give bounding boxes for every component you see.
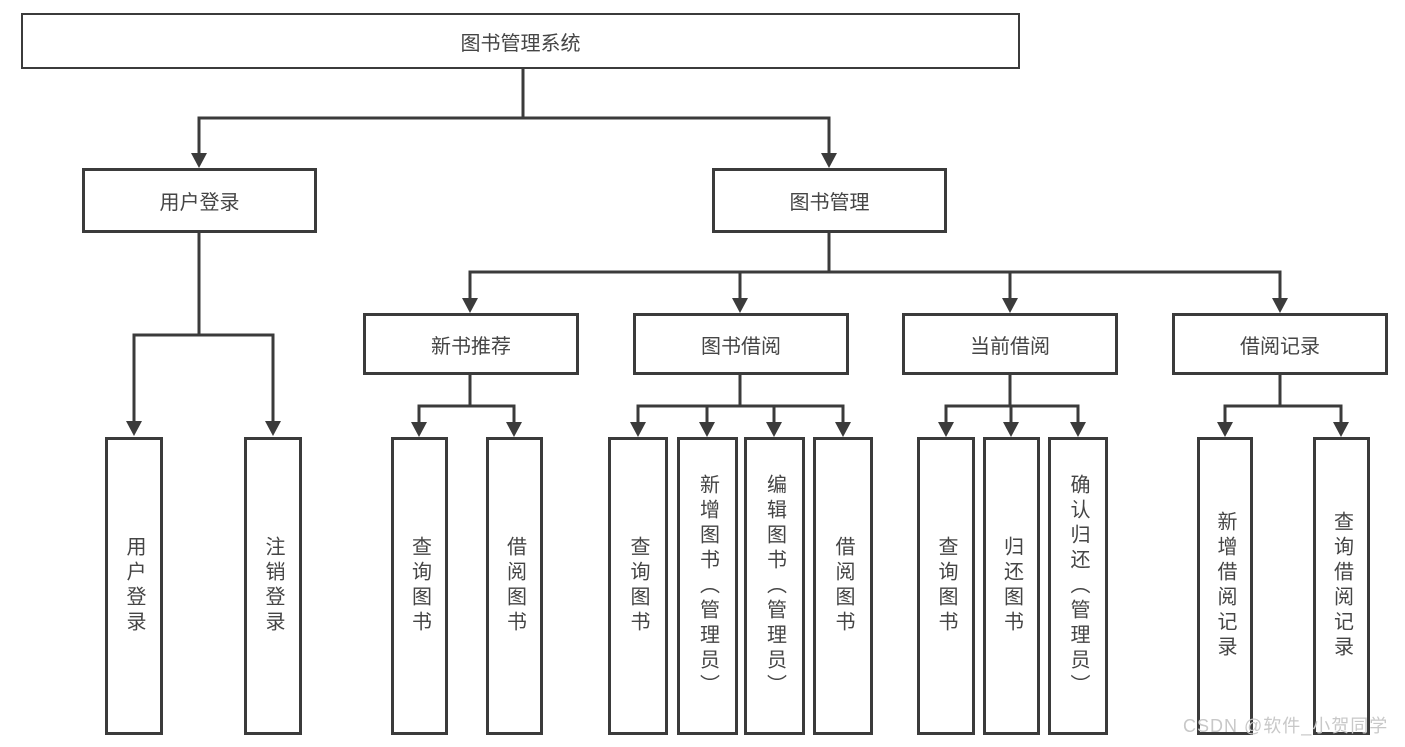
arrowhead (265, 421, 281, 436)
arrowhead (699, 422, 715, 437)
node-leaf-bb-borrow: 借阅图书 (813, 437, 873, 735)
connector-book-borrow-to-leaves (630, 373, 851, 437)
leaf-label: 借阅图书 (503, 536, 526, 636)
arrowhead (462, 298, 478, 313)
node-leaf-rec-query: 查询图书 (391, 437, 448, 735)
arrowhead (1217, 422, 1233, 437)
leaf-label: 归还图书 (1000, 536, 1023, 636)
node-book-borrow-label: 图书借阅 (701, 335, 781, 358)
arrowhead (766, 422, 782, 437)
node-book-mgmt: 图书管理 (712, 168, 947, 233)
arrowhead (1003, 422, 1019, 437)
arrowhead (411, 422, 427, 437)
node-leaf-bb-edit: 编辑图书（管理员） (744, 437, 805, 735)
leaf-label: 查询借阅记录 (1330, 511, 1353, 661)
csdn-watermark: CSDN @软件_小贺同学 (1183, 716, 1389, 736)
leaf-label: 新增图书（管理员） (696, 473, 719, 699)
leaf-label: 查询图书 (408, 536, 431, 636)
node-leaf-logout: 注销登录 (244, 437, 302, 735)
arrowhead (732, 298, 748, 313)
node-leaf-br-add: 新增借阅记录 (1197, 437, 1253, 735)
arrowhead (506, 422, 522, 437)
node-leaf-br-query: 查询借阅记录 (1313, 437, 1370, 735)
node-new-book-rec-label: 新书推荐 (431, 335, 511, 358)
leaf-label: 借阅图书 (832, 536, 854, 636)
node-current-borrow: 当前借阅 (902, 313, 1118, 375)
connector-borrow-records-to-leaves (1217, 373, 1349, 437)
node-leaf-bb-query: 查询图书 (608, 437, 668, 735)
node-root: 图书管理系统 (21, 13, 1020, 69)
leaf-label: 查询图书 (935, 536, 957, 636)
node-current-borrow-label: 当前借阅 (970, 335, 1050, 358)
arrowhead (1070, 422, 1086, 437)
node-leaf-cb-return: 归还图书 (983, 437, 1040, 735)
node-book-mgmt-label: 图书管理 (789, 192, 870, 214)
node-user-login-label: 用户登录 (159, 192, 240, 214)
node-leaf-cb-query: 查询图书 (917, 437, 975, 735)
leaf-label: 确认归还（管理员） (1067, 473, 1089, 699)
arrowhead (821, 153, 837, 168)
leaf-label: 编辑图书（管理员） (763, 473, 786, 699)
node-leaf-user-login: 用户登录 (105, 437, 163, 735)
arrowhead (835, 422, 851, 437)
connector-root-to-level2 (191, 67, 837, 168)
node-new-book-rec: 新书推荐 (363, 313, 579, 375)
arrowhead (126, 421, 142, 436)
connector-book-mgmt-to-level3 (462, 231, 1288, 313)
connector-current-borrow-to-leaves (938, 373, 1086, 437)
leaf-label: 用户登录 (123, 536, 145, 636)
node-root-label: 图书管理系统 (460, 32, 581, 55)
node-leaf-cb-confirm: 确认归还（管理员） (1048, 437, 1108, 735)
arrowhead (1272, 298, 1288, 313)
node-leaf-rec-borrow: 借阅图书 (486, 437, 543, 735)
arrowhead (630, 422, 646, 437)
node-borrow-records-label: 借阅记录 (1240, 335, 1320, 358)
connector-new-book-rec-to-leaves (411, 373, 522, 437)
leaf-label: 查询图书 (627, 536, 649, 636)
node-book-borrow: 图书借阅 (633, 313, 849, 375)
connector-user-login-to-leaves (126, 231, 281, 436)
node-borrow-records: 借阅记录 (1172, 313, 1388, 375)
arrowhead (938, 422, 954, 437)
arrowhead (191, 153, 207, 168)
node-leaf-bb-add: 新增图书（管理员） (677, 437, 738, 735)
node-user-login: 用户登录 (82, 168, 317, 233)
arrowhead (1333, 422, 1349, 437)
leaf-label: 注销登录 (262, 536, 284, 636)
leaf-label: 新增借阅记录 (1214, 511, 1236, 661)
arrowhead (1002, 298, 1018, 313)
